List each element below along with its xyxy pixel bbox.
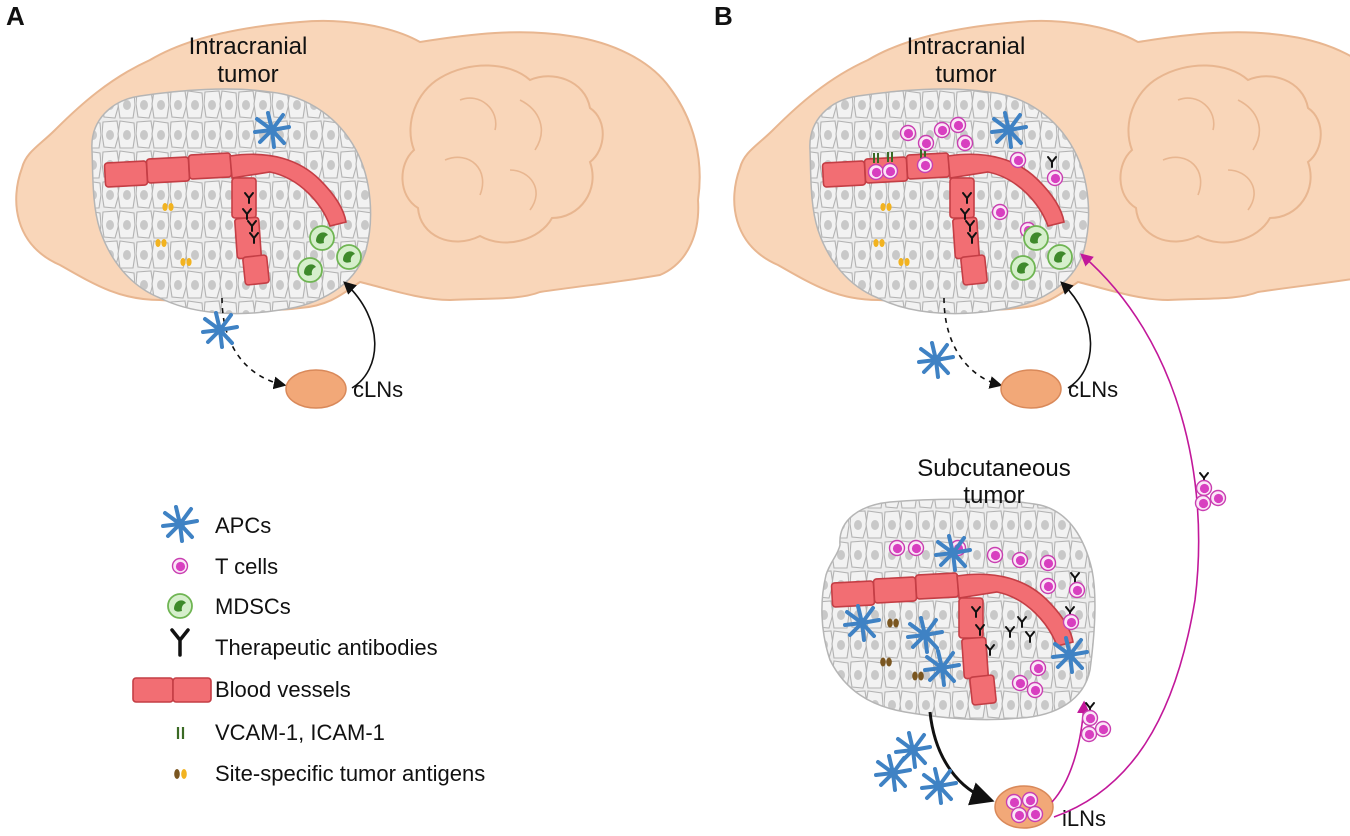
legend-blood-vessel-icon <box>132 677 212 703</box>
legend-label-blood-vessels: Blood vessels <box>215 677 351 702</box>
apc-migrating-a <box>201 311 239 349</box>
panel-b-node-label: cLNs <box>1068 377 1118 402</box>
legend-vcam-icam-icon <box>176 727 185 739</box>
panel-a-node-label: cLNs <box>353 377 403 402</box>
legend-apc-icon <box>161 505 199 543</box>
legend-t-cell-icon <box>171 557 189 575</box>
inguinal-lymph-nodes <box>994 785 1054 829</box>
panel-a-tumor-title-line2: tumor <box>217 61 278 88</box>
circulating-t-cells-1 <box>1194 472 1227 512</box>
panel-b-tumor-title-line1: Intracranial <box>907 33 1026 60</box>
blood-vessel-a <box>103 152 347 286</box>
tumor-antigens-b <box>873 203 910 266</box>
brain-a <box>15 19 701 312</box>
panel-b-tumor-title-line2: tumor <box>935 61 996 88</box>
sub-tumor-title-line2: tumor <box>963 482 1024 509</box>
panel-b-letter: B <box>714 1 733 31</box>
ilns-to-brain-arrow <box>1053 253 1200 818</box>
legend: APCs T cells MDSCs Therapeutic antibodie… <box>132 505 485 786</box>
panel-a-tumor-title-line1: Intracranial <box>189 33 308 60</box>
apcs-migrating-sub <box>874 731 958 805</box>
tumor-antigens-sub <box>880 618 924 681</box>
panel-b: B Intracranial tumor <box>714 1 1350 831</box>
panel-a-letter: A <box>6 1 25 31</box>
node-to-tumor-arrow-a <box>343 281 376 389</box>
sub-tumor-title-line1: Subcutaneous <box>917 455 1070 482</box>
panel-a: A Intracranial tumor <box>6 1 701 409</box>
legend-label-vcam-icam: VCAM-1, ICAM-1 <box>215 720 385 745</box>
blood-vessel-sub <box>830 572 1074 706</box>
legend-mdsc-icon <box>167 593 193 619</box>
apc-migration-arrow-b <box>943 297 1003 389</box>
ilns-label: iLNs <box>1062 806 1106 831</box>
legend-label-apcs: APCs <box>215 513 271 538</box>
blood-vessel-b <box>821 152 1065 286</box>
legend-antibody-icon <box>170 628 190 657</box>
apc-migration-arrow-a <box>221 297 287 390</box>
ilns-to-sub-arrow <box>1051 700 1090 803</box>
legend-label-mdscs: MDSCs <box>215 594 291 619</box>
legend-tumor-antigen-icon <box>174 769 187 779</box>
legend-label-antibodies: Therapeutic antibodies <box>215 635 438 660</box>
brain-b <box>733 19 1350 312</box>
tumor-antigens-a <box>155 203 192 266</box>
apc-migrating-b <box>917 341 955 379</box>
cervical-lymph-nodes-b <box>1000 369 1062 409</box>
node-to-tumor-arrow-b <box>1060 281 1092 389</box>
legend-label-t-cells: T cells <box>215 554 278 579</box>
cervical-lymph-nodes-a <box>285 369 347 409</box>
legend-label-tumor-antigens: Site-specific tumor antigens <box>215 761 485 786</box>
circulating-t-cells-2 <box>1080 702 1112 743</box>
